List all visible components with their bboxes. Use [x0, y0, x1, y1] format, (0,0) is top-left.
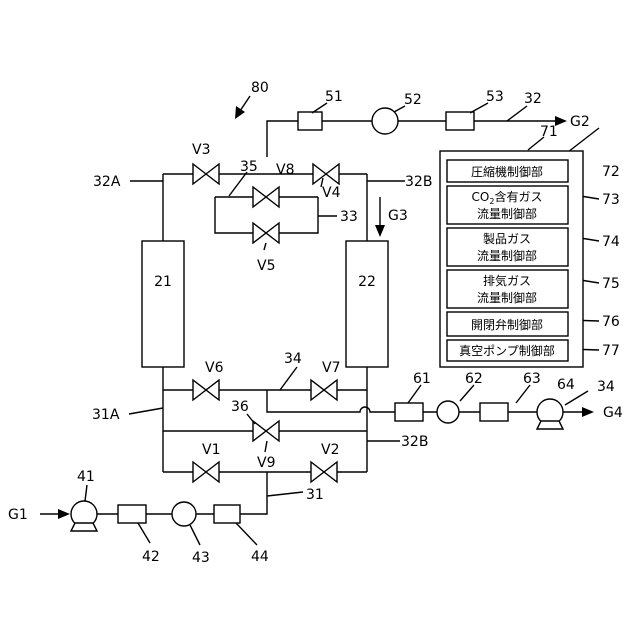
valve-v1	[193, 462, 219, 482]
unit-73-label-1: CO2含有ガス	[472, 189, 543, 206]
label-v3: V3	[192, 142, 210, 158]
arrow-g1-head	[58, 509, 70, 519]
label-v4: V4	[322, 185, 341, 201]
device-51	[298, 112, 322, 130]
unit-72-label: 圧縮機制御部	[471, 164, 543, 179]
valve-v2	[311, 462, 337, 482]
label-32B-bottom: 32B	[401, 434, 428, 450]
label-32B-top: 32B	[405, 174, 432, 190]
device-53	[446, 112, 474, 130]
arrow-80-head	[235, 106, 245, 119]
line-33	[215, 197, 318, 233]
label-76: 76	[602, 314, 620, 330]
label-80: 80	[251, 80, 269, 96]
column-21	[142, 241, 184, 367]
label-51: 51	[325, 89, 343, 105]
label-v8: V8	[276, 162, 294, 178]
device-61	[395, 403, 423, 421]
label-52: 52	[404, 92, 422, 108]
valve-v7	[311, 380, 337, 400]
unit-76-label: 開閉弁制御部	[471, 317, 543, 332]
label-44: 44	[251, 549, 269, 565]
label-21: 21	[154, 274, 172, 290]
label-v6: V6	[205, 360, 224, 376]
label-62: 62	[465, 371, 483, 387]
valve-v8	[253, 187, 279, 207]
valve-v6	[193, 380, 219, 400]
label-32A: 32A	[93, 174, 121, 190]
label-32: 32	[524, 91, 542, 107]
label-g1: G1	[8, 507, 28, 523]
arrow-g4-head	[582, 407, 594, 417]
label-33: 33	[340, 209, 358, 225]
label-73: 73	[602, 192, 620, 208]
controller-71: 圧縮機制御部 CO2含有ガス 流量制御部 製品ガス 流量制御部 排気ガス 流量制…	[440, 151, 583, 367]
label-g3: G3	[388, 208, 408, 224]
unit-73-label-2: 流量制御部	[477, 206, 537, 221]
label-22: 22	[358, 274, 376, 290]
label-72: 72	[602, 164, 620, 180]
device-62	[437, 401, 459, 423]
label-42: 42	[142, 549, 160, 565]
unit-77-label: 真空ポンプ制御部	[459, 343, 555, 358]
label-53: 53	[486, 89, 504, 105]
valve-v9	[253, 421, 279, 441]
label-31: 31	[306, 487, 324, 503]
label-v1: V1	[202, 442, 220, 458]
device-63	[480, 403, 508, 421]
label-34-out: 34	[597, 379, 615, 395]
label-74: 74	[602, 234, 620, 250]
unit-74-label-2: 流量制御部	[477, 248, 537, 263]
label-v9: V9	[257, 455, 275, 471]
label-v2: V2	[321, 442, 339, 458]
unit-75-label-2: 流量制御部	[477, 290, 537, 305]
vacuum-pump-64	[537, 399, 563, 429]
column-22	[346, 241, 388, 367]
label-61: 61	[413, 371, 431, 387]
device-42	[118, 505, 146, 523]
label-41: 41	[77, 469, 95, 485]
label-v7: V7	[322, 360, 340, 376]
unit-75-label-1: 排気ガス	[483, 273, 531, 288]
label-g2: G2	[570, 114, 590, 130]
label-36: 36	[231, 399, 249, 415]
valve-v3	[193, 164, 219, 184]
valve-v5	[253, 223, 279, 243]
unit-74-label-1: 製品ガス	[483, 232, 531, 246]
label-64: 64	[557, 377, 575, 393]
label-75: 75	[602, 276, 620, 292]
label-v5: V5	[257, 258, 275, 274]
label-35: 35	[240, 159, 258, 175]
arrow-g3-head	[375, 225, 385, 237]
label-77: 77	[602, 343, 620, 359]
device-43	[172, 502, 196, 526]
device-44	[214, 505, 240, 523]
arrow-80-shaft	[240, 96, 250, 111]
label-71: 71	[540, 124, 558, 140]
label-63: 63	[523, 371, 541, 387]
valve-v4	[313, 164, 339, 184]
label-43: 43	[192, 550, 210, 566]
label-g4: G4	[603, 405, 623, 421]
label-34-mid: 34	[284, 351, 302, 367]
compressor-41	[71, 501, 97, 531]
label-31A: 31A	[92, 407, 120, 423]
